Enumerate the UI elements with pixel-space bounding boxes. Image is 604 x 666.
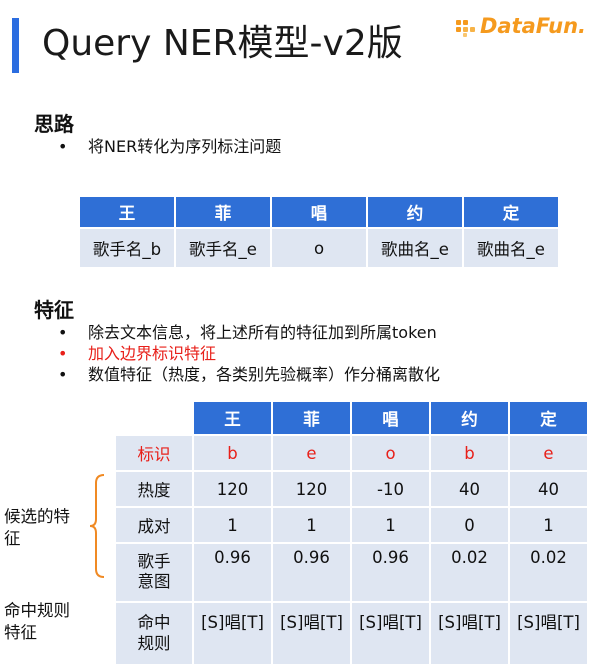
bullet-dot: • bbox=[58, 344, 68, 363]
table-cell: 0.96 bbox=[273, 544, 350, 601]
table-cell: 1 bbox=[194, 508, 271, 542]
table-cell: o bbox=[272, 229, 366, 267]
table-cell: 0.02 bbox=[510, 544, 587, 601]
table-cell: [S]唱[T] bbox=[352, 603, 429, 664]
row-label: 命中规则 bbox=[116, 603, 192, 664]
table-cell: 1 bbox=[510, 508, 587, 542]
table-cell: o bbox=[352, 436, 429, 470]
table-cell: 120 bbox=[194, 472, 271, 506]
table-cell: b bbox=[194, 436, 271, 470]
datafun-logo-icon bbox=[456, 20, 475, 37]
sequence-label-table: 王 菲 唱 约 定 歌手名_b 歌手名_e o 歌曲名_e 歌曲名_e bbox=[78, 195, 560, 269]
table-cell: [S]唱[T] bbox=[194, 603, 271, 664]
column-header: 菲 bbox=[273, 402, 350, 434]
list-item: •除去文本信息，将上述所有的特征加到所属token bbox=[58, 323, 437, 342]
table-cell: 0.96 bbox=[194, 544, 271, 601]
table-cell: 40 bbox=[510, 472, 587, 506]
table-cell: b bbox=[431, 436, 508, 470]
column-header: 唱 bbox=[272, 197, 366, 227]
list-item: •数值特征（热度，各类别先验概率）作分桶离散化 bbox=[58, 365, 441, 384]
table-cell: [S]唱[T] bbox=[510, 603, 587, 664]
table-cell: e bbox=[510, 436, 587, 470]
table-header-row: 王 菲 唱 约 定 bbox=[80, 197, 558, 227]
candidate-features-brace bbox=[89, 474, 105, 578]
approach-bullet-list: •将NER转化为序列标注问题 bbox=[58, 136, 281, 157]
table-cell: 0.96 bbox=[352, 544, 429, 601]
table-cell: 40 bbox=[431, 472, 508, 506]
table-cell: 歌曲名_e bbox=[368, 229, 462, 267]
column-header: 定 bbox=[464, 197, 558, 227]
table-cell: 1 bbox=[273, 508, 350, 542]
column-header: 定 bbox=[510, 402, 587, 434]
table-cell: 120 bbox=[273, 472, 350, 506]
section-heading-features: 特征 bbox=[34, 298, 74, 322]
table-header-row: 王 菲 唱 约 定 bbox=[116, 402, 587, 434]
table-cell: 歌曲名_e bbox=[464, 229, 558, 267]
title-accent-bar bbox=[12, 18, 19, 73]
feature-table: 王 菲 唱 约 定 标识 b e o b e 热度 120 120 -10 40… bbox=[114, 400, 589, 666]
row-label: 成对 bbox=[116, 508, 192, 542]
table-cell: 0.02 bbox=[431, 544, 508, 601]
table-row-singer-intent: 歌手意图 0.96 0.96 0.96 0.02 0.02 bbox=[116, 544, 587, 601]
table-row-popularity: 热度 120 120 -10 40 40 bbox=[116, 472, 587, 506]
features-bullet-list: •除去文本信息，将上述所有的特征加到所属token •加入边界标识特征 •数值特… bbox=[58, 322, 440, 385]
datafun-logo: DataFun. bbox=[454, 10, 596, 46]
bullet-dot: • bbox=[58, 365, 68, 384]
column-header: 唱 bbox=[352, 402, 429, 434]
rule-hit-features-label: 命中规则特征 bbox=[4, 601, 70, 642]
row-label: 热度 bbox=[116, 472, 192, 506]
table-row-rule-hit: 命中规则 [S]唱[T] [S]唱[T] [S]唱[T] [S]唱[T] [S]… bbox=[116, 603, 587, 664]
row-label: 歌手意图 bbox=[116, 544, 192, 601]
table-cell: -10 bbox=[352, 472, 429, 506]
table-cell: 1 bbox=[352, 508, 429, 542]
candidate-features-label: 候选的特征 bbox=[4, 507, 70, 548]
table-cell: 0 bbox=[431, 508, 508, 542]
bullet-dot: • bbox=[58, 137, 68, 156]
row-label: 标识 bbox=[116, 436, 192, 470]
list-item-highlight: •加入边界标识特征 bbox=[58, 344, 217, 363]
table-row-boundary: 标识 b e o b e bbox=[116, 436, 587, 470]
list-item: •将NER转化为序列标注问题 bbox=[58, 137, 282, 156]
table-cell: e bbox=[273, 436, 350, 470]
column-header: 王 bbox=[80, 197, 174, 227]
table-cell: [S]唱[T] bbox=[273, 603, 350, 664]
column-header: 王 bbox=[194, 402, 271, 434]
column-header: 约 bbox=[368, 197, 462, 227]
table-row: 歌手名_b 歌手名_e o 歌曲名_e 歌曲名_e bbox=[80, 229, 558, 267]
bullet-dot: • bbox=[58, 323, 68, 342]
column-header: 菲 bbox=[176, 197, 270, 227]
logo-text: DataFun. bbox=[480, 14, 587, 38]
table-row-pairing: 成对 1 1 1 0 1 bbox=[116, 508, 587, 542]
page-title: Query NER模型-v2版 bbox=[42, 23, 403, 64]
section-heading-approach: 思路 bbox=[34, 112, 74, 136]
corner-header-cell bbox=[116, 402, 192, 434]
table-cell: 歌手名_b bbox=[80, 229, 174, 267]
table-cell: [S]唱[T] bbox=[431, 603, 508, 664]
column-header: 约 bbox=[431, 402, 508, 434]
table-cell: 歌手名_e bbox=[176, 229, 270, 267]
